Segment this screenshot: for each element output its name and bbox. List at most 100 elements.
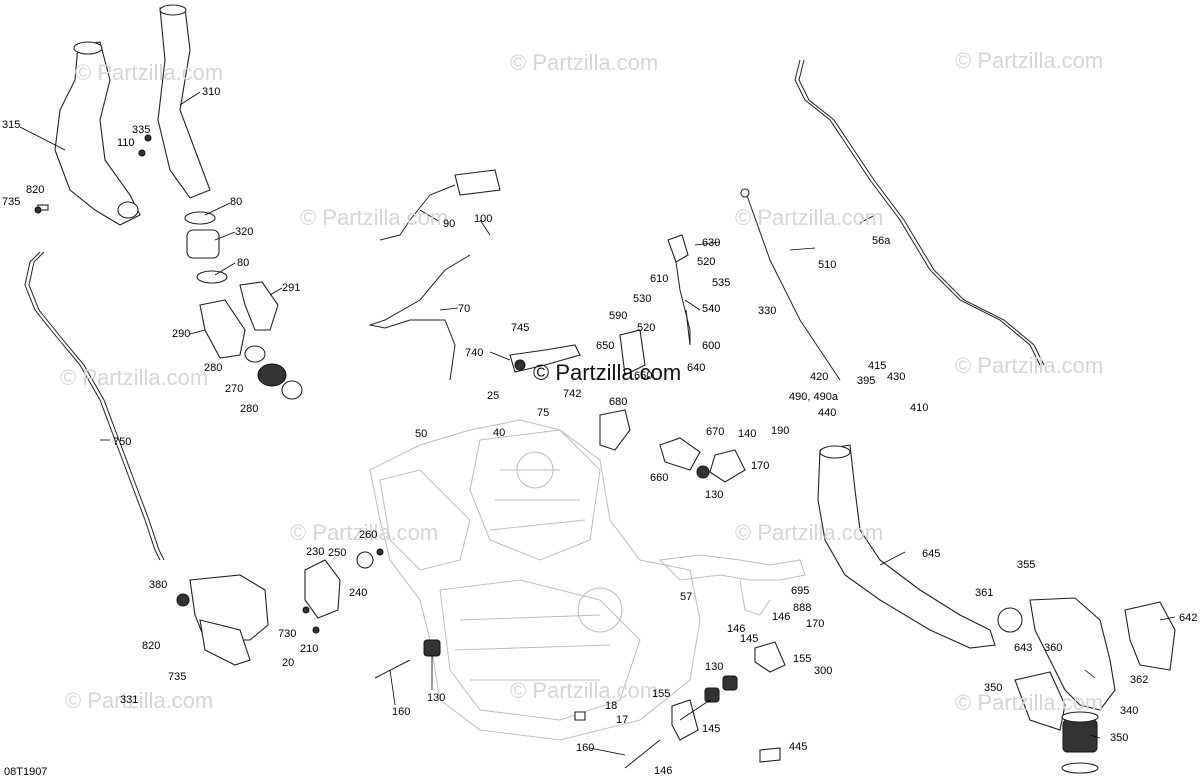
callout-742: 742	[563, 388, 582, 400]
callout-110: 110	[117, 137, 135, 149]
mount-130b	[423, 639, 441, 657]
callout-820b: 820	[142, 640, 161, 652]
watermark: © Partzilla.com	[510, 678, 659, 703]
callout-145: 145	[740, 633, 759, 645]
callout-130: 130	[705, 489, 724, 501]
cable-70	[368, 254, 471, 381]
callout-600: 600	[702, 340, 721, 352]
sensor-90	[454, 169, 501, 196]
callout-75: 75	[537, 407, 550, 419]
callout-520: 520	[697, 256, 716, 268]
watermark: © Partzilla.com	[735, 205, 884, 230]
callout-90: 90	[443, 218, 456, 230]
callout-250: 250	[328, 547, 347, 559]
center-watermark: © Partzilla.com	[533, 360, 682, 385]
callout-160b: 160	[576, 742, 595, 754]
lever-630	[667, 234, 689, 263]
callout-335: 335	[132, 124, 151, 136]
boot-320	[186, 229, 220, 259]
callout-145c: 300	[814, 665, 833, 677]
bolt-210b	[312, 626, 320, 634]
watermark: © Partzilla.com	[735, 520, 884, 545]
callout-160: 160	[392, 706, 411, 718]
mount-130c	[704, 687, 720, 703]
callout-490: 490, 490a	[789, 391, 838, 403]
bolt-160	[374, 659, 411, 679]
screw-110	[138, 149, 146, 157]
callout-410: 410	[910, 402, 929, 414]
callout-18: 18	[605, 700, 618, 712]
tube-56a	[794, 59, 1041, 366]
callout-300: 645	[922, 548, 941, 560]
dipstick-handle	[740, 188, 750, 198]
arm-590	[619, 329, 646, 376]
callout-130b: 130	[427, 692, 446, 704]
tube-750	[24, 251, 161, 561]
callout-640: 640	[687, 362, 706, 374]
exhaust-300	[817, 444, 996, 649]
callout-750: 750	[113, 436, 132, 448]
callout-820: 820	[26, 184, 45, 196]
exhaust-inlet	[819, 445, 851, 459]
cover-291	[239, 281, 279, 331]
callout-280b: 280	[240, 403, 259, 415]
callout-535: 535	[712, 277, 731, 289]
callout-530: 530	[633, 293, 652, 305]
bolt-210a	[302, 606, 310, 614]
callout-330: 330	[758, 305, 777, 317]
callout-50: 50	[415, 428, 428, 440]
fitting-18	[574, 711, 586, 721]
callout-395: 395	[857, 375, 876, 387]
callout-590: 590	[609, 310, 628, 322]
watermark: © Partzilla.com	[510, 50, 659, 75]
callout-510: 510	[818, 259, 837, 271]
callout-540: 540	[702, 303, 721, 315]
callout-340: 350	[1110, 732, 1129, 744]
callout-642: 643	[1014, 642, 1033, 654]
callout-80: 80	[230, 196, 243, 208]
callout-290: 290	[172, 328, 191, 340]
bracket-155	[754, 641, 786, 673]
callout-735: 735	[2, 196, 21, 208]
mount-380	[176, 593, 190, 607]
callout-315: 315	[2, 119, 21, 131]
spacer-240	[356, 551, 374, 569]
watermark: © Partzilla.com	[300, 205, 449, 230]
callout-445: 445	[789, 741, 808, 753]
watermark: © Partzilla.com	[65, 688, 214, 713]
callout-25: 25	[487, 390, 500, 402]
callout-17: 17	[616, 714, 629, 726]
bracket-680	[599, 409, 631, 451]
callout-291: 291	[282, 282, 301, 294]
figure-code: 08T1907	[4, 766, 48, 778]
watermark: © Partzilla.com	[955, 48, 1104, 73]
callout-440: 440	[818, 407, 837, 419]
callout-680: 680	[609, 396, 628, 408]
clamp-80b	[196, 270, 228, 284]
duct-opening	[73, 41, 103, 55]
clamp-280	[244, 345, 266, 363]
callout-745: 745	[511, 322, 530, 334]
nut-260	[376, 548, 384, 556]
callout-80b: 80	[237, 257, 250, 269]
clamp-80	[184, 211, 216, 225]
clamp-350b	[1061, 762, 1099, 774]
duct-outlet	[117, 201, 139, 219]
callout-20: 20	[282, 657, 295, 669]
callout-210: 210	[300, 643, 319, 655]
callout-56a: 56a	[872, 235, 891, 247]
spring-600	[685, 309, 691, 346]
callout-155: 155	[793, 653, 812, 665]
muffler-360	[1029, 597, 1116, 711]
bracket-740	[509, 344, 581, 373]
callout-170b: 170	[806, 618, 825, 630]
bolt-160b	[624, 739, 661, 769]
callout-670: 670	[706, 426, 725, 438]
dipstick-510	[744, 189, 841, 381]
callout-146b: 146	[772, 611, 791, 623]
callout-170: 170	[751, 460, 770, 472]
leader-lines	[19, 91, 1176, 756]
mount-130d	[722, 675, 738, 691]
plate-230	[304, 559, 341, 619]
